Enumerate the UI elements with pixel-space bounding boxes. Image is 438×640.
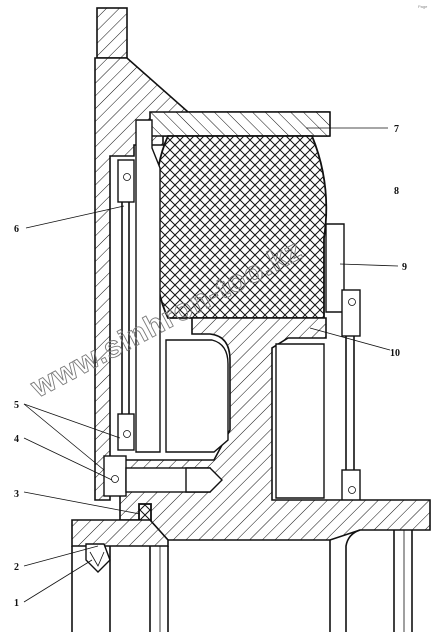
label-1: 1	[14, 598, 19, 609]
bushing	[71, 519, 169, 547]
label-6: 6	[14, 224, 19, 235]
label-5: 5	[14, 400, 19, 411]
leader-lines	[23, 127, 399, 603]
label-9: 9	[402, 262, 407, 273]
label-10: 10	[390, 348, 400, 359]
right-clamp-plate	[325, 223, 345, 313]
corner-mark: Page	[418, 4, 428, 9]
callout-labels: 1 2 3 4 5 6 7 8 9 10	[14, 124, 407, 609]
label-2: 2	[14, 562, 19, 573]
label-3: 3	[14, 489, 19, 500]
label-8: 8	[394, 186, 399, 197]
label-4: 4	[14, 434, 19, 445]
label-7: 7	[394, 124, 399, 135]
right-tie-rod	[341, 289, 361, 503]
rim-plate	[149, 111, 331, 137]
right-shaft	[329, 529, 413, 632]
hub-recess	[165, 339, 229, 453]
lip-seal	[85, 543, 111, 573]
left-clamp-plate	[135, 119, 161, 453]
left-tie-rod	[117, 159, 135, 451]
left-shaft	[71, 546, 169, 632]
hub-right-recess	[275, 343, 325, 499]
connecting-pin	[103, 455, 223, 497]
